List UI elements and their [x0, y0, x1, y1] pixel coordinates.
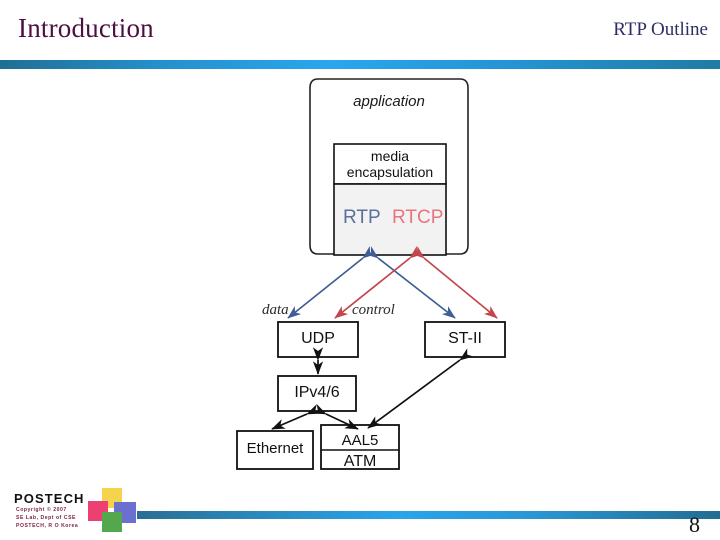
rtcp-label: RTCP	[392, 207, 444, 228]
ipv4-6-label: IPv4/6	[294, 384, 340, 401]
application-label: application	[353, 93, 425, 110]
page-number: 8	[689, 512, 700, 537]
ethernet-box	[236, 430, 314, 470]
ip-aal5-arrow	[312, 403, 359, 430]
atm-label: ATM	[343, 453, 377, 470]
page-title: Introduction	[18, 13, 154, 43]
postech-brand: POSTECH	[14, 491, 85, 506]
copyright-line-1: Copyright © 2007	[16, 507, 67, 513]
ip-ethernet-arrow	[271, 404, 321, 430]
aal5-label: AAL5	[341, 432, 379, 449]
footer-divider	[137, 511, 720, 519]
logo-square-green	[102, 512, 122, 532]
media-encapsulation-line2: encapsulation	[346, 164, 434, 180]
udp-label: UDP	[301, 330, 335, 347]
copyright-line-3: POSTECH, R O Korea	[16, 523, 79, 530]
copyright-line-2: SE Lab, Dept of CSE	[16, 515, 76, 522]
media-encapsulation-box	[333, 143, 447, 185]
control-flow-label: control	[352, 302, 395, 318]
st-ii-label: ST-II	[448, 330, 482, 347]
data-flow-label: data	[262, 302, 289, 318]
ethernet-label: Ethernet	[246, 440, 304, 457]
control-arrow-udp	[334, 246, 424, 319]
section-label: RTP Outline	[613, 19, 708, 40]
postech-logo	[86, 487, 138, 533]
rtp-label: RTP	[343, 207, 381, 228]
media-encapsulation-label: media encapsulation	[334, 148, 446, 180]
media-encapsulation-line1: media	[370, 148, 410, 164]
header-divider	[0, 60, 720, 69]
stii-aal5-arrow	[367, 348, 474, 429]
control-arrow-stii	[410, 245, 498, 319]
aal5-atm-box	[320, 424, 400, 470]
copyright-block: Copyright © 2007 SE Lab, Dept of CSE POS…	[16, 506, 126, 531]
